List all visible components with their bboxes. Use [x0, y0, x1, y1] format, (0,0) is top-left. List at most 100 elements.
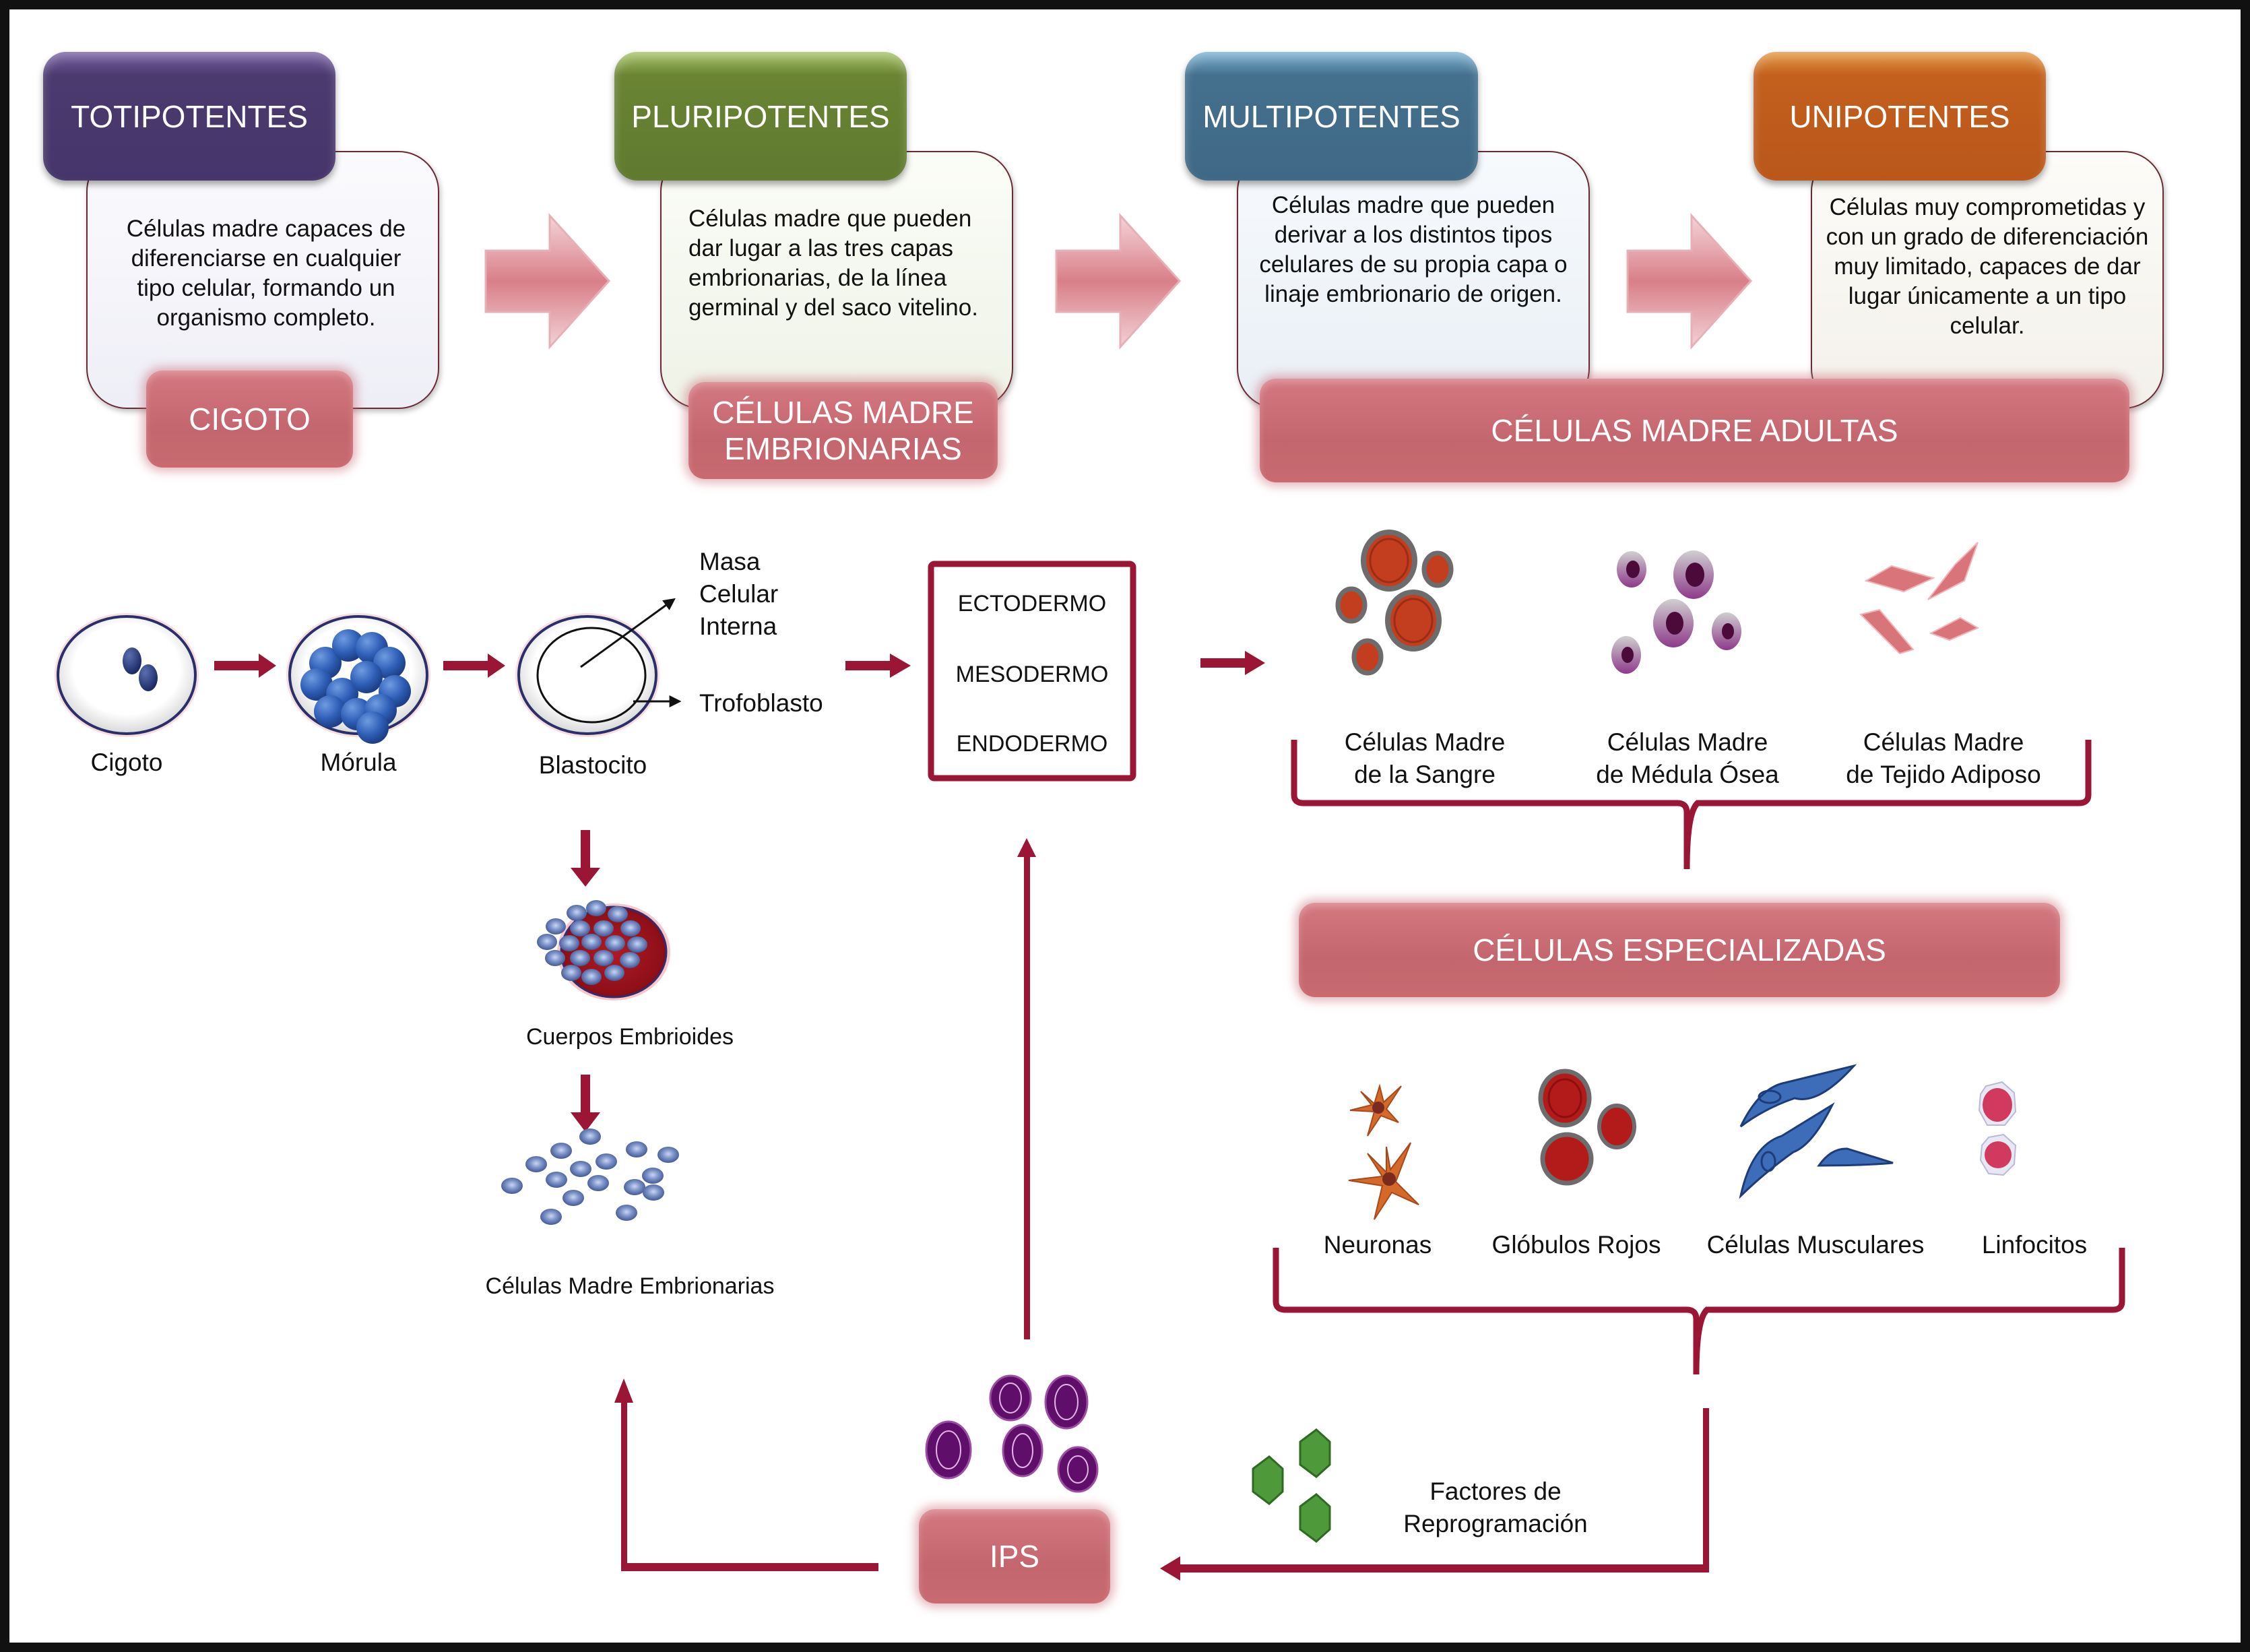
specialized-muscle-label: Células Musculares — [1706, 1231, 1925, 1259]
muscle-cells-icon — [1739, 1064, 1894, 1199]
embryonic-stem-cell — [562, 1190, 584, 1206]
bone-marrow-stem-cells-icon — [1611, 550, 1741, 674]
pluripotent-title: PLURIPOTENTES — [631, 98, 890, 134]
blastocyst-icon — [515, 598, 682, 737]
embryoid-cell — [620, 952, 640, 968]
embryonic-stem-cell — [570, 1161, 591, 1177]
embryoid-cell — [627, 936, 647, 953]
embryoid-cell — [567, 905, 587, 921]
embryoid-cell — [608, 906, 628, 922]
flow-arrows — [214, 651, 1265, 1132]
germ-layer-ectoderm: ECTODERMO — [957, 591, 1107, 616]
stage-label-blastocito: Blastocito — [538, 751, 647, 779]
embryoid-cell — [605, 935, 625, 951]
zygote-label-box: CIGOTO — [146, 371, 353, 468]
germ-layer-endoderm: ENDODERMO — [956, 731, 1108, 757]
pluripotent-header: PLURIPOTENTES — [614, 52, 907, 181]
red-blood-cells-icon — [1538, 1069, 1636, 1186]
multipotent-description-box: Células madre que pueden derivar a los d… — [1237, 151, 1590, 409]
multipotent-header: MULTIPOTENTES — [1185, 52, 1478, 181]
ips-cells-icon — [925, 1374, 1099, 1493]
unipotent-header: UNIPOTENTES — [1754, 52, 2046, 181]
ips-label: IPS — [989, 1539, 1040, 1574]
embryoid-cells — [537, 900, 647, 985]
embryoid-cell — [586, 900, 606, 916]
embryonic-stem-cell — [587, 1175, 609, 1191]
totipotent-description-box: Células madre capaces de diferenciarse e… — [86, 151, 439, 409]
embryonic-stem-cell — [643, 1184, 664, 1201]
embryoid-bodies-label: Cuerpos Embrioides — [525, 1024, 734, 1050]
specialized-neurons-label: Neuronas — [1323, 1231, 1432, 1259]
embryonic-stem-cell — [657, 1147, 679, 1163]
embryonic-stem-cell — [596, 1153, 617, 1170]
morula-icon — [286, 613, 430, 744]
embryonic-stem-cells-icon — [501, 1129, 679, 1225]
unipotent-title: UNIPOTENTES — [1789, 98, 2010, 134]
embryonic-stem-cell — [525, 1156, 547, 1172]
totipotent-description: Células madre capaces de diferenciarse e… — [126, 215, 406, 331]
ips-box: IPS — [919, 1509, 1110, 1603]
embryonic-stem-cell — [501, 1178, 523, 1194]
embryonic-stem-cell — [550, 1143, 572, 1159]
embryoid-cell — [570, 950, 590, 966]
lymphocytes-icon — [1978, 1081, 2017, 1176]
blood-stem-cells-icon — [1335, 530, 1454, 676]
embryoid-cell — [537, 934, 557, 950]
neuron-icon — [1348, 1083, 1419, 1220]
embryonic-stem-cells-label: Células Madre Embrionarias — [485, 1273, 775, 1299]
embryonic-stem-cell — [546, 1172, 567, 1188]
embryoid-cell — [620, 920, 641, 936]
specialized-rbc-label: Glóbulos Rojos — [1491, 1231, 1661, 1259]
embryonic-stem-label-box: CÉLULAS MADRE EMBRIONARIAS — [688, 382, 998, 479]
chevron-arrow-icon — [1055, 213, 1182, 350]
embryonic-stem-cell — [642, 1168, 664, 1184]
inner-cell-mass-label: Masa Celular Interna — [699, 548, 779, 640]
embryonic-stem-cell — [616, 1205, 637, 1221]
embryoid-cell — [593, 920, 614, 936]
zygote-label: CIGOTO — [189, 402, 311, 437]
reprogramming-loop — [614, 838, 1709, 1581]
multipotent-title: MULTIPOTENTES — [1202, 98, 1460, 134]
specialized-cells-box: CÉLULAS ESPECIALIZADAS — [1299, 903, 2060, 997]
specialized-brace — [1273, 1248, 2125, 1375]
embryoid-cell — [545, 950, 565, 966]
unipotent-description-box: Células muy comprometidas y con un grado… — [1811, 151, 2164, 409]
embryoid-cell — [559, 935, 579, 951]
totipotent-header: TOTIPOTENTES — [43, 52, 335, 181]
embryoid-cell — [604, 965, 624, 981]
germ-layers-box — [928, 561, 1136, 782]
embryoid-cell — [561, 965, 581, 981]
stage-label-cigoto: Cigoto — [90, 749, 163, 776]
pluripotent-description-box: Células madre que pueden dar lugar a las… — [660, 151, 1013, 409]
specialized-cells-title: CÉLULAS ESPECIALIZADAS — [1473, 932, 1886, 967]
embryonic-stem-cell — [626, 1141, 647, 1157]
embryoid-cell — [581, 934, 602, 950]
stage-label-morula: Mórula — [320, 749, 397, 776]
embryoid-cell — [570, 920, 590, 936]
embryonic-stem-cell — [540, 1209, 562, 1225]
totipotent-title: TOTIPOTENTES — [71, 98, 308, 134]
chevron-arrow-icon — [1626, 213, 1753, 350]
reprogramming-factors-icon — [1252, 1428, 1331, 1543]
embryonic-stem-label: CÉLULAS MADRE EMBRIONARIAS — [712, 395, 974, 466]
pluripotent-description: Células madre que pueden dar lugar a las… — [688, 205, 978, 321]
embryonic-stem-cell — [579, 1129, 601, 1145]
zygote-icon — [55, 613, 199, 737]
embryonic-stem-cell — [624, 1179, 645, 1195]
multipotent-description: Células madre que pueden derivar a los d… — [1259, 191, 1568, 307]
adult-stem-label: CÉLULAS MADRE ADULTAS — [1491, 413, 1898, 448]
adult-stem-brace — [1291, 740, 2092, 870]
chevron-arrow-icon — [484, 213, 611, 350]
embryoid-cell — [546, 918, 566, 934]
embryoid-cell — [581, 969, 602, 985]
embryoid-cell — [593, 950, 614, 966]
adipose-stem-cells-icon — [1859, 542, 1980, 655]
unipotent-description: Células muy comprometidas y con un grado… — [1826, 193, 2149, 339]
trophoblast-label: Trofoblasto — [699, 689, 823, 717]
germ-layer-mesoderm: MESODERMO — [955, 662, 1109, 687]
adult-stem-label-box: CÉLULAS MADRE ADULTAS — [1260, 379, 2129, 482]
